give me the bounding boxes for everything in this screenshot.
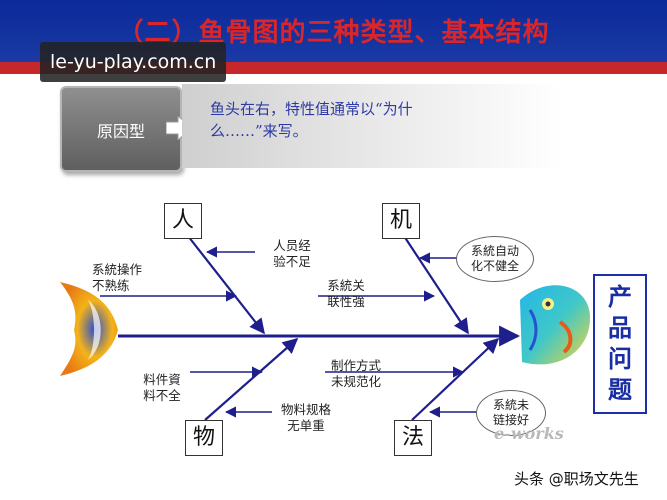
type-label: 原因型 <box>96 122 145 141</box>
category-people: 人 <box>164 203 202 239</box>
description-panel: 鱼头在右，特性值通常以“为什 么……”来写。 <box>182 84 562 168</box>
watermark-label: le-yu-play.com.cn <box>40 42 227 82</box>
footer-attribution: 头条 @职场文先生 <box>514 470 639 488</box>
description-line-2: 么……”来写。 <box>210 122 308 140</box>
cause-machine-linkage: 系統关联性強 <box>327 278 365 309</box>
effect-text: 产 品 问 题 <box>608 283 632 404</box>
cause-machine-automation: 系統自动化不健全 <box>456 236 534 282</box>
cause-method-process: 制作方式未规范化 <box>330 358 381 389</box>
category-method: 法 <box>394 420 432 456</box>
cause-method-linkage: 系統未链接好 <box>476 390 546 436</box>
cause-material-spec: 物料规格无单重 <box>280 402 331 433</box>
effect-box: 产 品 问 题 <box>593 274 647 414</box>
bone-material <box>204 337 299 421</box>
cause-people-experience: 人员经验不足 <box>273 238 311 269</box>
description-text: 鱼头在右，特性值通常以“为什 么……”来写。 <box>210 98 490 142</box>
cause-people-operation: 系統操作不熟练 <box>92 262 143 293</box>
category-machine: 机 <box>382 203 420 239</box>
fish-head-icon <box>520 285 590 365</box>
bone-machine <box>403 235 469 335</box>
cause-material-data: 料件資料不全 <box>143 372 181 403</box>
bone-people <box>187 235 265 335</box>
eworks-logo: e-works <box>494 424 564 443</box>
type-box: 原因型 <box>60 86 182 172</box>
description-line-1: 鱼头在右，特性值通常以“为什 <box>210 100 413 118</box>
fish-tail-icon <box>60 282 118 376</box>
category-material: 物 <box>185 420 223 456</box>
bone-method <box>411 337 500 421</box>
